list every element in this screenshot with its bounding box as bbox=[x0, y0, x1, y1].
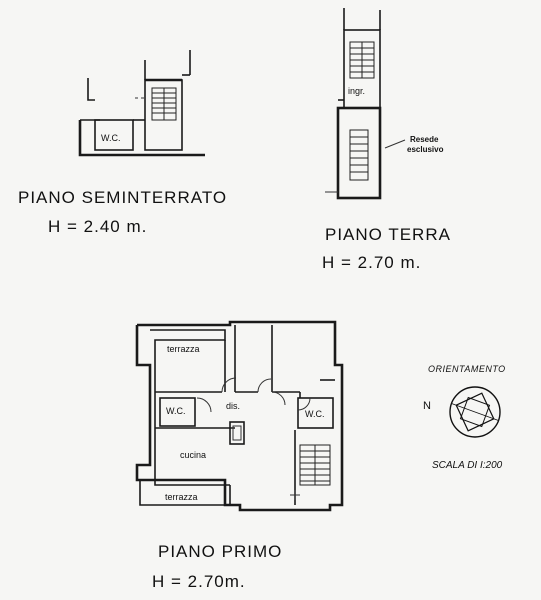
orientation-label: ORIENTAMENTO bbox=[428, 364, 506, 374]
door-arc bbox=[271, 391, 286, 406]
plan-primo: terrazza W.C. dis. W.C. cucina terrazza … bbox=[135, 320, 344, 591]
outer-wall bbox=[135, 320, 344, 512]
wall bbox=[78, 120, 205, 157]
floor-height-primo: H = 2.70m. bbox=[152, 572, 246, 591]
wall bbox=[154, 470, 230, 486]
door-arc bbox=[257, 378, 272, 393]
legend: ORIENTAMENTO N SCALA DI I:200 bbox=[423, 364, 506, 471]
door-arc bbox=[221, 377, 237, 393]
room-label-wc-left: W.C. bbox=[166, 406, 186, 416]
terrazza-bottom bbox=[139, 480, 225, 506]
room-label-terrazza-top: terrazza bbox=[167, 344, 200, 354]
floor-title-terra: PIANO TERRA bbox=[325, 225, 451, 244]
door-arc bbox=[196, 397, 212, 413]
door-arc bbox=[297, 397, 311, 411]
leader-line bbox=[384, 139, 406, 149]
fixture bbox=[232, 425, 242, 441]
floor-height-terra: H = 2.70 m. bbox=[322, 253, 421, 272]
north-label: N bbox=[423, 400, 431, 412]
wc-room bbox=[94, 119, 134, 151]
stair-steps bbox=[349, 41, 375, 79]
wall bbox=[87, 78, 95, 101]
stair-steps bbox=[299, 444, 331, 486]
plan-terra: ingr. Resede esclusivo PIANO TERRA H = 2… bbox=[322, 8, 451, 272]
stair-steps bbox=[349, 129, 369, 181]
room-label-wc-right: W.C. bbox=[305, 409, 325, 419]
wc-left-room bbox=[159, 397, 196, 427]
stair-steps bbox=[151, 87, 177, 121]
floor-height-seminterrato: H = 2.40 m. bbox=[48, 217, 147, 236]
room-label-ingr: ingr. bbox=[348, 86, 365, 96]
resede-area bbox=[336, 106, 382, 200]
wc-right-room bbox=[297, 397, 334, 429]
room-label-resede: Resede bbox=[410, 135, 439, 144]
plan-seminterrato: W.C. PIANO SEMINTERRATO H = 2.40 m. bbox=[18, 50, 227, 236]
room-label-esclusivo: esclusivo bbox=[407, 145, 444, 154]
room-label-terrazza-bottom: terrazza bbox=[165, 492, 198, 502]
floor-title-seminterrato: PIANO SEMINTERRATO bbox=[18, 188, 227, 207]
compass-icon bbox=[449, 386, 501, 438]
fixture bbox=[229, 421, 245, 445]
room-label-wc: W.C. bbox=[101, 133, 121, 143]
room-label-dis: dis. bbox=[226, 401, 240, 411]
scale-label: SCALA DI I:200 bbox=[432, 460, 503, 471]
room-label-cucina: cucina bbox=[180, 450, 206, 460]
floor-title-primo: PIANO PRIMO bbox=[158, 542, 282, 561]
